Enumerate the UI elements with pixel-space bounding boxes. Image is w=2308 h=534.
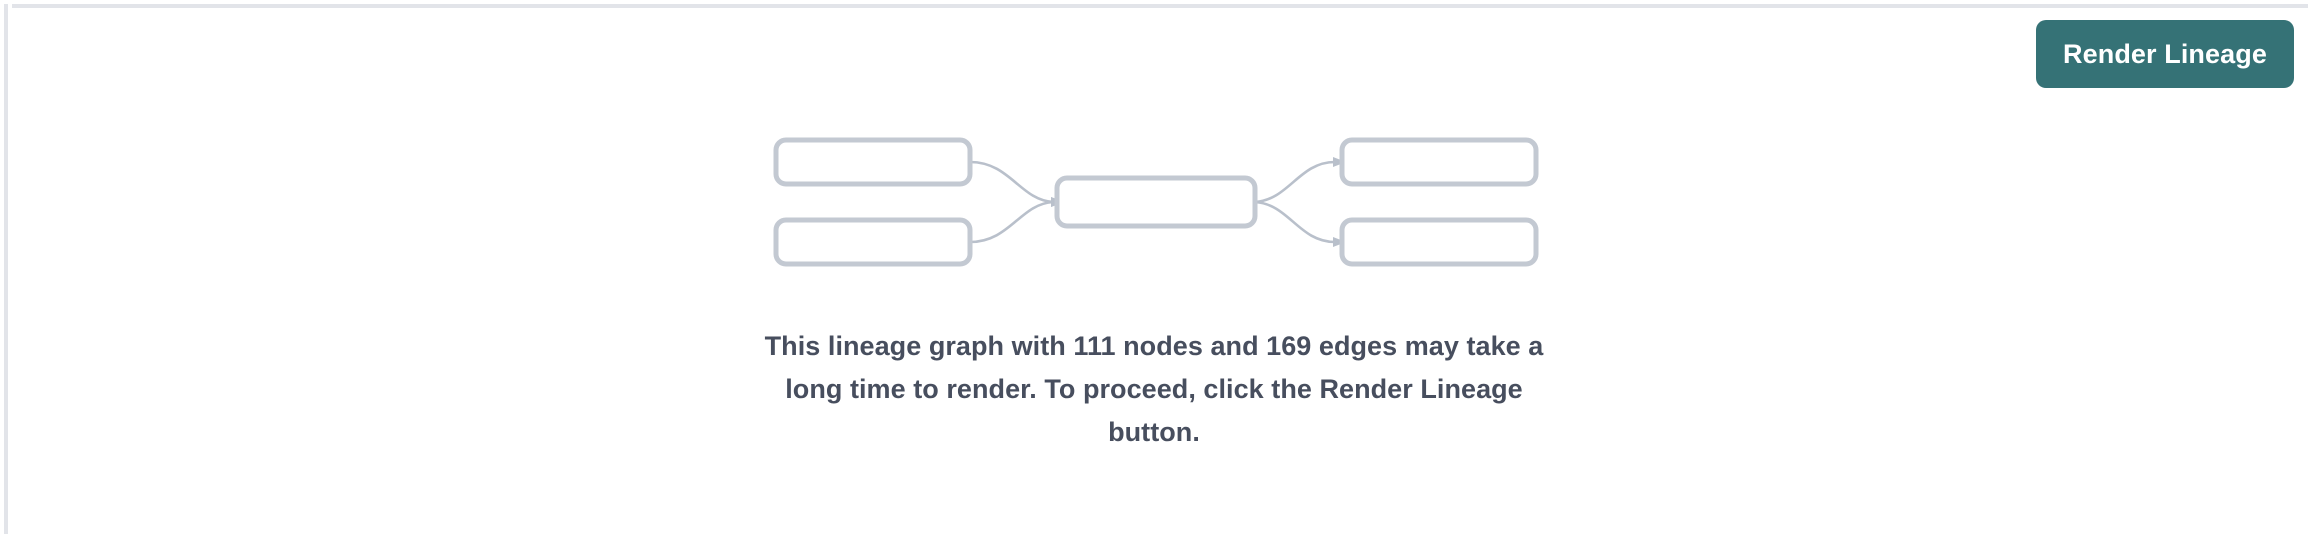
lineage-render-warning-text: This lineage graph with 111 nodes and 16… [764, 331, 1544, 447]
panel-top-divider [12, 4, 2308, 8]
edge-source-a-to-middle [969, 160, 1054, 204]
panel-left-divider [4, 4, 8, 534]
placeholder-node-middle [1054, 175, 1258, 229]
placeholder-node-target-b [1339, 217, 1539, 267]
render-lineage-button[interactable]: Render Lineage [2036, 20, 2294, 88]
edge-middle-to-target-b [1254, 200, 1336, 244]
placeholder-node-source-a [773, 137, 973, 187]
edge-source-b-to-middle [969, 200, 1054, 244]
placeholder-node-target-a [1339, 137, 1539, 187]
edge-middle-to-target-a [1254, 160, 1336, 204]
lineage-placeholder-graphic [765, 128, 1555, 278]
placeholder-node-source-b [773, 217, 973, 267]
